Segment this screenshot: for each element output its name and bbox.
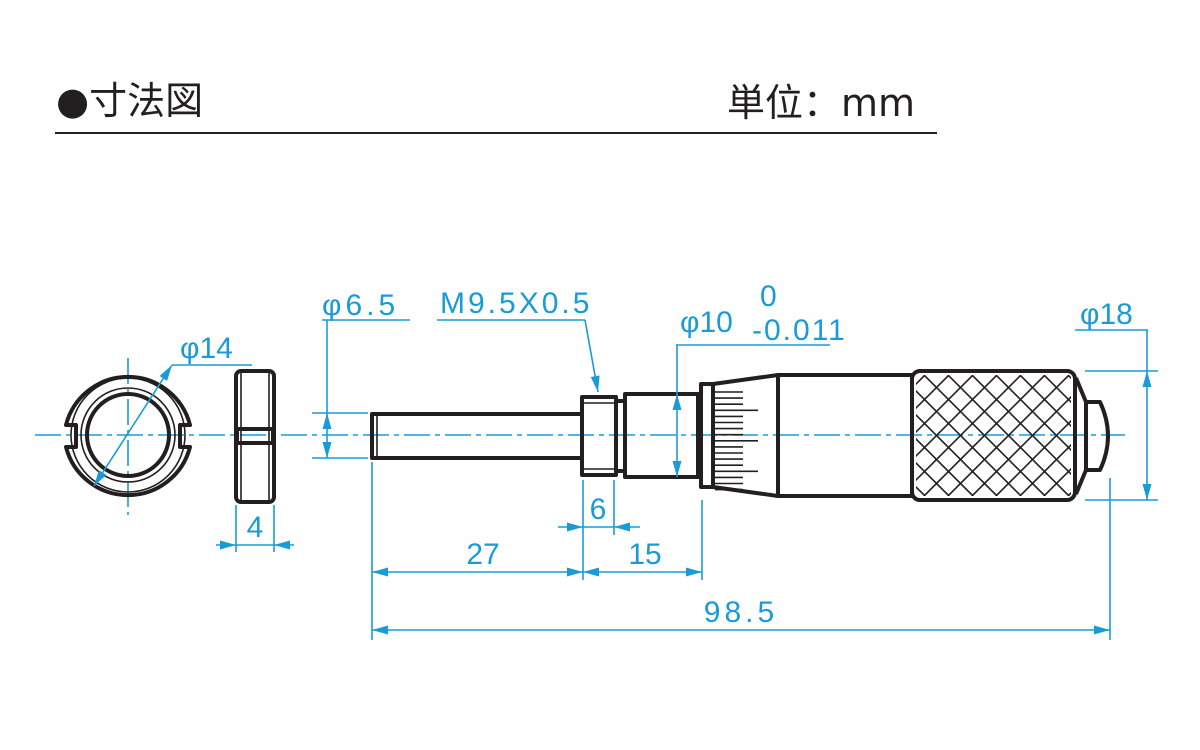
dim-sleeve-tol-upper: 0 (760, 280, 777, 313)
knurl-line (1043, 467, 1071, 496)
sleeve (623, 392, 700, 479)
knurl-line (916, 461, 950, 496)
dimension-arrowhead (672, 394, 682, 410)
knurl-line (1140, 375, 1200, 496)
dimension-arrowhead (274, 540, 290, 550)
ratchet-button (1086, 400, 1110, 472)
dimension-arrowhead (322, 413, 332, 429)
dim-spindle-diameter: φ6.5 (322, 289, 399, 322)
dim-ring-width: 4 (247, 511, 264, 544)
dimension-arrowhead (372, 567, 388, 577)
dimension-arrowhead (1142, 484, 1152, 500)
dim-total-length: 98.5 (704, 596, 778, 629)
knurl-line (1140, 375, 1200, 496)
drawing-title: ●寸法図 (56, 79, 203, 123)
dimension-arrowhead (372, 625, 388, 635)
unit-label: 単位：mm (727, 81, 915, 125)
lock-ring-front (64, 374, 192, 498)
knurl-line (1164, 375, 1200, 496)
knurl-line (947, 375, 1070, 496)
knurl-line (995, 419, 1071, 496)
dim-thread: M9.5X0.5 (440, 287, 592, 320)
knurl-line (1019, 375, 1071, 428)
knurl-line (923, 375, 1046, 496)
dimension-arrowhead (94, 470, 107, 486)
knurl-line (1019, 443, 1071, 496)
dimension-arrowhead (614, 522, 630, 532)
knurl-line (1116, 375, 1200, 496)
dim-nut-length: 6 (590, 493, 607, 526)
knurl-line (1188, 375, 1200, 496)
spindle (370, 412, 584, 460)
dimension-arrowhead (672, 461, 682, 477)
dim-sleeve-diameter: φ10 (680, 306, 733, 339)
arrowheads (94, 365, 1152, 635)
thimble-ring (699, 382, 715, 489)
dimensions: φ14 4 φ6.5 M9.5X0.5 φ10 0 -0.011 φ18 6 (93, 280, 1158, 640)
knurl-line (916, 375, 950, 410)
dim-sleeve-tol-lower: -0.011 (752, 314, 847, 347)
graduation-marks (715, 391, 758, 491)
knurl-pattern (916, 375, 1200, 496)
dimension-arrowhead (567, 567, 583, 577)
dimension-arrowhead (590, 375, 600, 392)
knurl-line (916, 375, 1022, 482)
knurled-ratchet (910, 369, 1077, 502)
dimension-arrowhead (1142, 371, 1152, 387)
dimension-arrowhead (322, 442, 332, 458)
knurl-line (916, 375, 974, 434)
clamp-nut (580, 395, 618, 477)
micrometer-head (370, 369, 1200, 502)
dim-sleeve-length: 15 (628, 538, 661, 571)
knurl-line (1188, 375, 1200, 496)
dim-thimble-diameter: φ18 (1080, 298, 1133, 331)
dimension-arrowhead (159, 365, 172, 381)
knurl-line (916, 375, 998, 458)
knurl-line (1116, 375, 1200, 496)
dimension-arrowhead (567, 522, 583, 532)
knurl-line (1043, 375, 1071, 404)
dim-spindle-length: 27 (466, 538, 499, 571)
knurl-line (971, 395, 1071, 496)
lock-ring-side (234, 369, 276, 504)
knurl-line (916, 437, 974, 496)
dim-ring-diameter: φ14 (180, 332, 233, 365)
dimension-arrowhead (1094, 625, 1110, 635)
dimension-arrowhead (686, 567, 702, 577)
dimension-arrowhead (583, 567, 599, 577)
dimension-arrowhead (220, 540, 236, 550)
knurl-line (1164, 375, 1200, 496)
